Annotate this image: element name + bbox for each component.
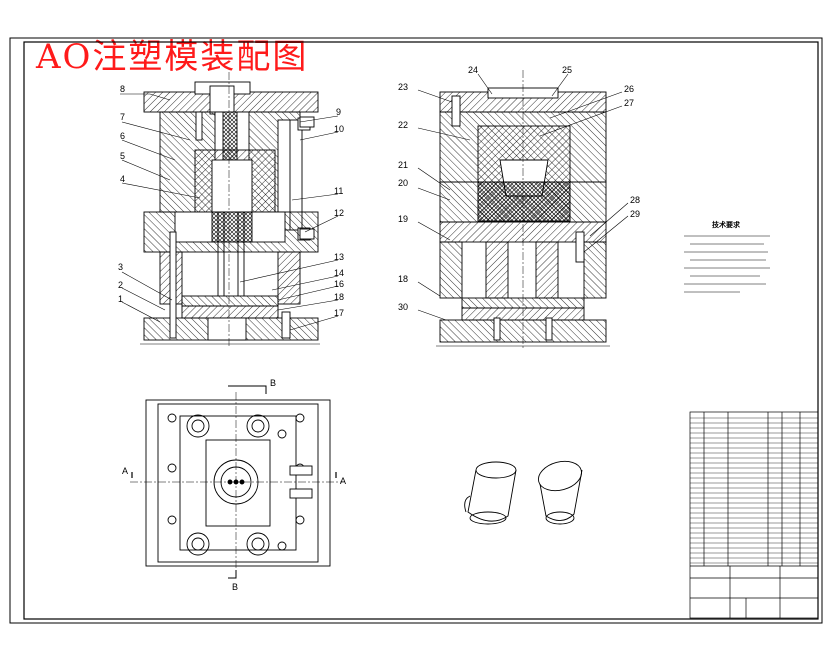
part-label-11: 11 <box>334 186 343 196</box>
main-view-leaders <box>120 93 339 331</box>
part-label-22: 22 <box>398 120 408 130</box>
part-label-8: 8 <box>120 84 125 94</box>
part-label-16: 16 <box>334 279 344 289</box>
section-a-right-label: A <box>340 476 346 486</box>
part-label-21: 21 <box>398 160 408 170</box>
main-section-view <box>140 72 320 348</box>
part-label-13: 13 <box>334 252 344 262</box>
inner-border <box>23 41 819 620</box>
side-view-leaders <box>417 73 629 321</box>
plan-view <box>130 385 344 579</box>
parts-list-and-title-block <box>689 411 819 619</box>
plan-view-section-labels: B B A A <box>122 378 346 592</box>
tech-requirements-block: 技术要求 <box>684 220 770 293</box>
part-label-4: 4 <box>120 174 125 184</box>
part-label-17: 17 <box>334 308 344 318</box>
tech-requirements-title: 技术要求 <box>712 220 741 229</box>
part-label-6: 6 <box>120 131 125 141</box>
section-a-left-label: A <box>122 466 128 476</box>
part-label-18: 18 <box>334 292 344 302</box>
part-label-3: 3 <box>118 262 123 272</box>
drawing-title: AO注塑模装配图 <box>36 37 309 77</box>
part-label-12: 12 <box>334 208 344 218</box>
product-sketch-2 <box>537 460 583 525</box>
part-label-26: 26 <box>624 84 634 94</box>
parts-list-rows <box>690 417 818 564</box>
part-label-24: 24 <box>468 65 478 75</box>
part-label-10: 10 <box>334 124 344 134</box>
main-view-labels: 8 7 6 5 4 3 2 1 9 10 11 12 13 14 16 18 1… <box>118 84 344 318</box>
part-label-28: 28 <box>630 195 640 205</box>
section-b-top-label: B <box>270 378 276 388</box>
part-label-7: 7 <box>120 112 125 122</box>
part-label-1: 1 <box>118 294 123 304</box>
part-label-25: 25 <box>562 65 572 75</box>
part-label-9: 9 <box>336 107 341 117</box>
part-label-30: 30 <box>398 302 408 312</box>
part-label-14: 14 <box>334 268 344 278</box>
side-section-view <box>436 70 610 350</box>
part-label-29: 29 <box>630 209 640 219</box>
section-b-bottom-label: B <box>232 582 238 592</box>
outer-border <box>9 37 823 624</box>
part-label-20: 20 <box>398 178 408 188</box>
part-label-18b: 18 <box>398 274 408 284</box>
part-label-2: 2 <box>118 280 123 290</box>
part-label-5: 5 <box>120 151 125 161</box>
product-sketch-1 <box>464 461 517 525</box>
part-label-19: 19 <box>398 214 408 224</box>
part-label-27: 27 <box>624 98 634 108</box>
part-label-23: 23 <box>398 82 408 92</box>
side-view-labels: 23 24 25 26 27 22 21 20 19 18 30 28 29 <box>398 65 640 312</box>
